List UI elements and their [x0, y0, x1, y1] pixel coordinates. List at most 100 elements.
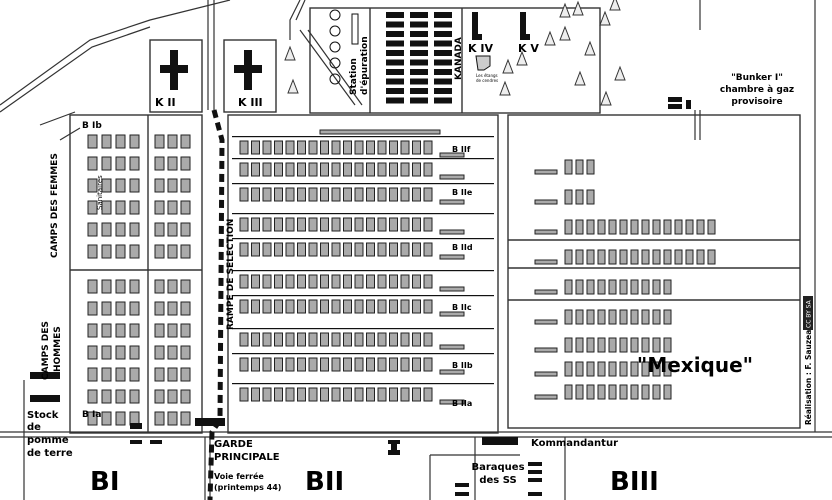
barrack [400, 162, 410, 177]
barrack [366, 274, 375, 289]
barrack [439, 369, 465, 375]
barrack [343, 187, 352, 202]
barrack [274, 332, 283, 347]
barrack [180, 244, 191, 259]
label-men-camp-2: HOMMES [53, 326, 63, 372]
warehouse [434, 50, 452, 56]
barrack [586, 249, 595, 265]
barrack [400, 274, 410, 289]
barrack [129, 178, 140, 193]
barrack [423, 332, 433, 347]
barrack [366, 387, 375, 402]
barrack [564, 279, 573, 295]
barrack [274, 140, 283, 155]
warehouse [434, 40, 452, 47]
barrack [641, 337, 650, 353]
barrack [412, 187, 421, 202]
barrack [674, 249, 683, 265]
barrack [331, 332, 341, 347]
barrack [154, 156, 165, 171]
barrack [274, 357, 283, 372]
barrack [619, 337, 628, 353]
warehouse [434, 88, 452, 94]
barrack [262, 140, 272, 155]
barrack [167, 411, 178, 426]
barrack [320, 162, 329, 177]
barrack [354, 387, 364, 402]
warehouse [434, 12, 452, 18]
barrack [439, 254, 465, 260]
barrack [129, 389, 140, 404]
barrack [630, 219, 639, 235]
barrack [101, 389, 112, 404]
barrack [423, 187, 433, 202]
barrack [377, 140, 387, 155]
barrack [251, 162, 260, 177]
barrack [154, 279, 165, 294]
barrack [251, 357, 260, 372]
barrack [564, 249, 573, 265]
barrack [331, 140, 341, 155]
barrack [354, 332, 364, 347]
barrack [180, 156, 191, 171]
barrack [575, 337, 584, 353]
barrack [297, 299, 306, 314]
barrack [180, 411, 191, 426]
label-main-guard-2: PRINCIPALE [214, 452, 280, 463]
warehouse [386, 31, 404, 37]
barrack [400, 217, 410, 232]
barrack [320, 387, 329, 402]
barrack [377, 299, 387, 314]
barrack [297, 274, 306, 289]
label-bunker: "Bunker I" [731, 73, 783, 83]
barrack [586, 279, 595, 295]
barrack [608, 309, 617, 325]
label-b-iid: B IId [452, 243, 473, 252]
barrack [180, 200, 191, 215]
barrack [115, 134, 126, 149]
barrack [707, 249, 716, 265]
barrack [423, 162, 433, 177]
barrack [707, 219, 716, 235]
barrack [412, 217, 421, 232]
barrack [652, 249, 661, 265]
barrack [285, 140, 295, 155]
barrack [343, 332, 352, 347]
barrack [652, 279, 661, 295]
barrack [534, 169, 558, 175]
barrack [400, 299, 410, 314]
barrack [400, 242, 410, 257]
barrack [87, 323, 98, 338]
barrack [274, 187, 283, 202]
barrack [343, 242, 352, 257]
label-kommandantur: Kommandantur [531, 438, 618, 449]
barrack [534, 259, 558, 265]
barrack [575, 279, 584, 295]
barrack [354, 162, 364, 177]
barrack [412, 299, 421, 314]
barrack [597, 337, 606, 353]
label-b-ia: B Ia [82, 410, 101, 420]
barrack [167, 178, 178, 193]
barrack [274, 387, 283, 402]
barrack [389, 387, 398, 402]
warehouse [386, 97, 404, 104]
label-b-ib: B Ib [82, 121, 102, 131]
barrack [534, 199, 558, 205]
barrack [87, 411, 98, 426]
barrack [630, 309, 639, 325]
barrack [354, 140, 364, 155]
barrack [696, 249, 705, 265]
barrack [239, 299, 249, 314]
warehouse [434, 59, 452, 66]
barrack [154, 301, 165, 316]
barrack [154, 200, 165, 215]
barrack [115, 156, 126, 171]
barrack [101, 200, 112, 215]
tree-icon [544, 30, 556, 46]
kanada-warehouses [386, 12, 452, 104]
barrack [619, 309, 628, 325]
barrack [180, 222, 191, 237]
barrack [154, 323, 165, 338]
warehouse [410, 69, 428, 75]
